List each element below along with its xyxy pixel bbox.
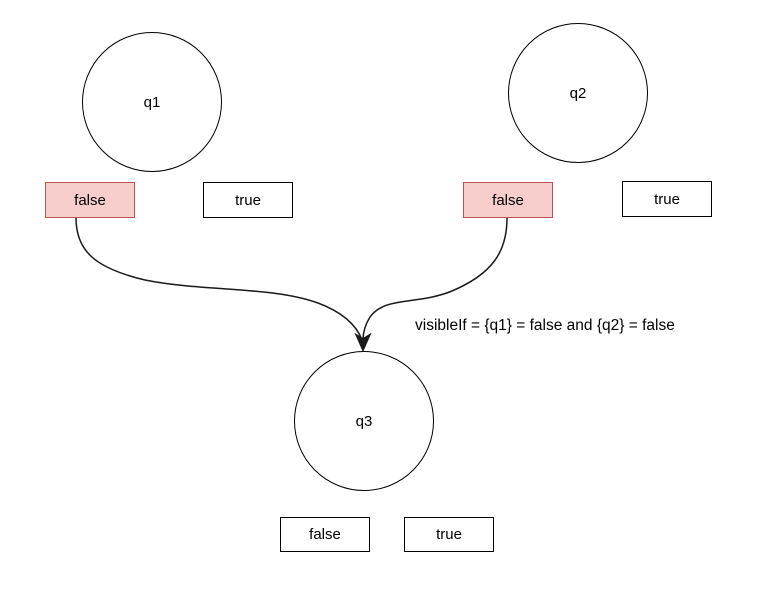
node-q2: q2 [508,23,648,163]
answer-box-q3-false: false [280,517,370,552]
answer-label-q3-true: true [436,526,462,543]
node-q3-label: q3 [355,412,373,430]
visibleif-annotation: visibleIf = {q1} = false and {q2} = fals… [415,317,675,334]
answer-box-q3-true: true [404,517,494,552]
answer-label-q2-true: true [654,190,680,208]
node-q2-label: q2 [569,84,587,102]
node-q3: q3 [294,351,434,491]
answer-label-q1-false: false [74,191,106,209]
answer-label-q1-true: true [235,191,261,209]
answer-label-q2-false: false [492,191,524,209]
answer-box-q1-false: false [45,182,135,218]
answer-box-q2-false: false [463,182,553,218]
arrowhead-icon [354,332,372,353]
answer-box-q2-true: true [622,181,712,217]
node-q1-label: q1 [143,93,161,111]
edge-q1-false-to-q3 [75,217,363,341]
answer-box-q1-true: true [203,182,293,218]
answer-label-q3-false: false [309,526,341,543]
node-q1: q1 [82,32,222,172]
